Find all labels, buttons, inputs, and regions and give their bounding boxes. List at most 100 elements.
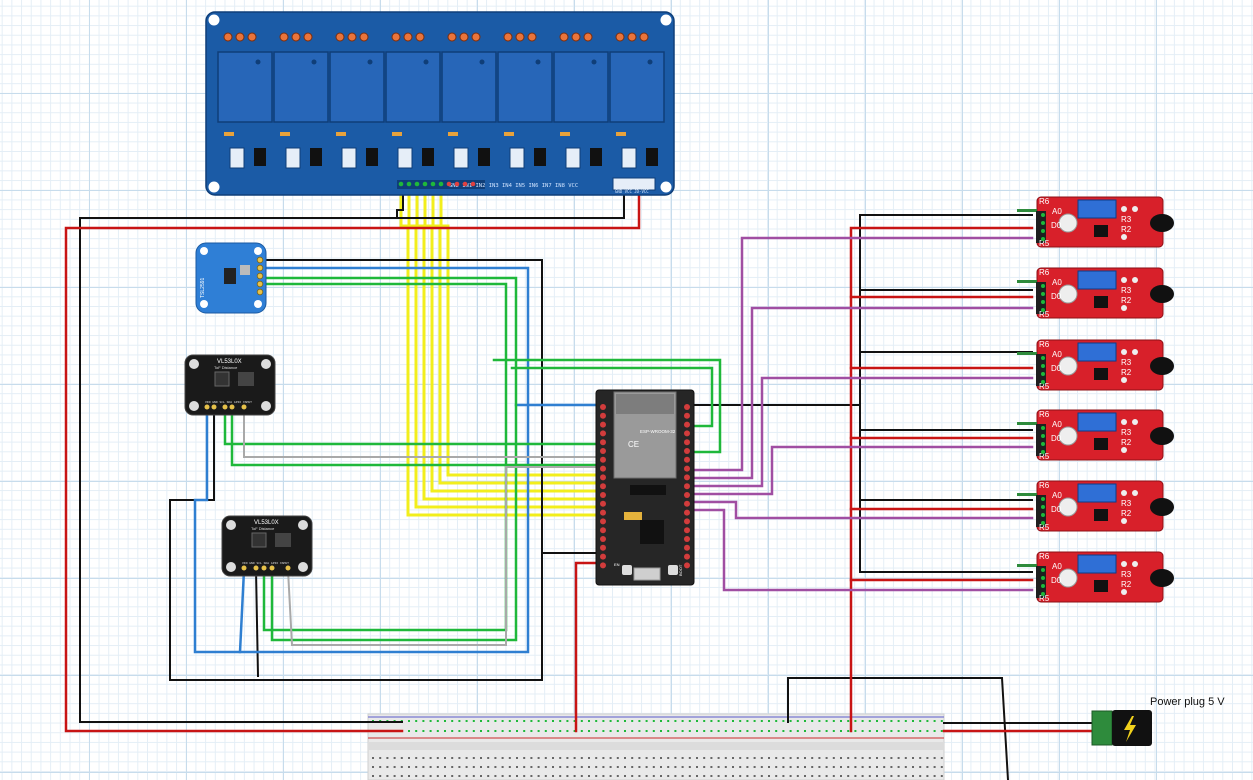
flame-sensor-label: R5 [1039,452,1050,461]
black-wire-plug-gnd[interactable] [787,677,1010,780]
flame-sensor-label: R5 [1039,239,1050,248]
esp32-pin-left [600,500,606,507]
esp32-pin-left [600,509,606,516]
esp32-pin-left [600,483,606,490]
boot-button[interactable] [668,565,678,575]
flame-sensor-label: R5 [1039,310,1050,319]
esp32-board[interactable]: ESP-WROOM-32 CE EN BOOT [595,389,695,586]
esp32-pin-right [684,448,690,454]
esp32-pin-right [684,404,690,410]
esp32-ce-label: CE [628,440,639,449]
flame-sensor-label: A0 [1052,491,1062,500]
flame-sensor-label: R6 [1039,340,1050,349]
esp32-pin-left [600,404,606,410]
flame-sensor-label: R6 [1039,481,1050,490]
power-plug-label: Power plug 5 V [1150,696,1225,708]
tof2-pins: VIN GND SCL SDA GPIO XSHUT [242,561,289,565]
flame-sensor-label: R3 [1121,428,1132,437]
relay-unit [553,30,609,169]
esp32-pin-right [684,527,690,534]
flame-sensor-label: R6 [1039,410,1050,419]
esp32-pin-right [684,492,690,498]
esp32-pin-left [600,430,606,437]
tof2-title: VL53L0X [254,520,279,526]
red-wire-vcc-rail[interactable] [64,180,641,733]
ir-receiver [1150,214,1174,232]
black-wire-tof2-gnd[interactable] [254,568,260,678]
flame-sensor-label: D0 [1051,364,1062,373]
black-wire-flame1-gnd[interactable] [689,214,1033,406]
black-wire-esp-gnd[interactable] [541,379,603,554]
esp32-pin-left [600,562,606,569]
esp32-pin-right [684,483,690,490]
tof-sensor-1[interactable]: VL53L0X ToF Distance VIN GND SCL SDA GPI… [184,354,276,416]
ir-receiver [1150,569,1174,587]
red-wire-flame-vcc[interactable] [849,226,1034,733]
flame-sensor-label: R2 [1121,580,1132,589]
esp32-pin-left [600,456,606,463]
tof1-pins: VIN GND SCL SDA GPIO XSHUT [205,400,252,404]
tof1-title: VL53L0X [217,359,242,365]
esp32-pin-left [600,536,606,542]
esp32-pin-left [600,544,606,551]
relay-module[interactable]: GND IN1 IN2 IN3 IN4 IN5 IN6 IN7 IN8 VCC … [205,11,675,196]
yellow-wires[interactable] [399,180,604,517]
blue-wires[interactable] [193,266,602,654]
relay-unit [441,30,497,169]
relay-unit [273,30,329,169]
light-sensor-board[interactable]: TSL2591 [195,242,267,314]
purple-wires[interactable] [688,236,1034,592]
flame-sensor-label: R3 [1121,358,1132,367]
en-button[interactable] [622,565,632,575]
esp32-pin-left [600,518,606,525]
esp32-pin-right [684,509,690,516]
flame-sensor-label: R3 [1121,570,1132,579]
breadboard[interactable] [367,713,945,780]
flame-sensor-label: D0 [1051,292,1062,301]
esp32-pin-right [684,518,690,525]
flame-sensor-label: A0 [1052,562,1062,571]
flame-sensor-label: R5 [1039,523,1050,532]
usb-port[interactable] [633,567,661,581]
relay-unit [217,30,273,169]
esp32-module-label: ESP-WROOM-32 [640,429,676,434]
esp32-pin-right [684,544,690,551]
relay-unit [329,30,385,169]
flame-sensor-label: R3 [1121,286,1132,295]
esp32-pin-right [684,536,690,542]
esp32-pin-right [684,562,690,569]
light-sensor-label: TSL2591 [200,277,206,298]
flame-sensor-label: R5 [1039,594,1050,603]
esp32-pin-right [684,439,690,446]
flame-sensor-label: R6 [1039,552,1050,561]
boot-label: BOOT [678,564,683,576]
tof-sensor-2[interactable]: VL53L0X ToF Distance VIN GND SCL SDA GPI… [221,515,313,577]
esp32-pin-right [684,474,690,481]
gray-wires[interactable] [243,401,603,646]
power-plug[interactable] [1091,710,1152,746]
flame-sensor-label: D0 [1051,434,1062,443]
flame-sensor-label: R2 [1121,368,1132,377]
esp32-pin-right [684,553,690,560]
relay-unit [385,30,441,169]
tof1-subtitle: ToF Distance [214,365,238,370]
flame-sensor-label: A0 [1052,207,1062,216]
flame-sensor-label: D0 [1051,221,1062,230]
en-label: EN [614,562,620,567]
esp32-pin-right [684,465,690,472]
esp32-pin-left [600,553,606,560]
flame-sensor-label: R3 [1121,215,1132,224]
flame-sensor-label: R2 [1121,509,1132,518]
flame-sensor-label: R2 [1121,225,1132,234]
black-wire-light-gnd[interactable] [169,259,543,681]
esp32-pin-right [684,412,690,419]
lightning-icon [1124,716,1136,742]
red-wire-esp-vin[interactable] [574,561,604,733]
